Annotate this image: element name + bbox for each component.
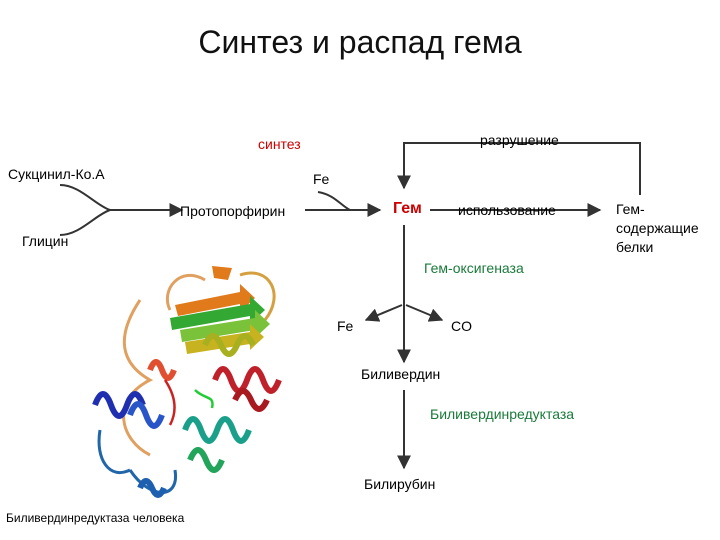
arrow-succinyl [59, 184, 111, 211]
page-title: Синтез и распад гема [198, 24, 522, 60]
heme-proteins-line-3: белки [616, 239, 654, 255]
heme-proteins-line-1: Гем- [616, 201, 645, 217]
heme-oxygenase-label: Гем-оксигеназа [424, 260, 524, 276]
arrow-co [405, 304, 444, 322]
co-label: CO [451, 318, 472, 334]
fe-in-label: Fe [313, 171, 330, 187]
protoporphyrin-label: Протопорфирин [180, 203, 286, 219]
glycine-label: Глицин [22, 233, 69, 249]
usage-label: использование [458, 202, 556, 218]
protein-structure-illustration [92, 266, 282, 498]
bilirubin-label: Билирубин [364, 476, 436, 492]
fe-out-label: Fe [337, 318, 354, 334]
synthesis-label: синтез [258, 136, 301, 152]
succinyl-coa-label: Сукцинил-Ко.А [8, 166, 105, 182]
arrow-glycine [59, 209, 111, 236]
arrow-destruction-loop [397, 142, 641, 195]
biliverdin-reductase-label: Биливердинредуктаза [430, 406, 575, 422]
biliverdin-label: Биливердин [361, 366, 441, 382]
heme-proteins-line-2: содержащие [616, 220, 699, 236]
heme-label: Гем [393, 200, 422, 217]
protein-caption: Биливердинредуктаза человека [6, 511, 185, 525]
arrow-fe-out [364, 304, 403, 322]
arrow-fe-in [317, 191, 351, 211]
destruction-label: разрушение [480, 132, 559, 148]
heme-proteins-label: Гем- содержащие белки [616, 200, 699, 257]
